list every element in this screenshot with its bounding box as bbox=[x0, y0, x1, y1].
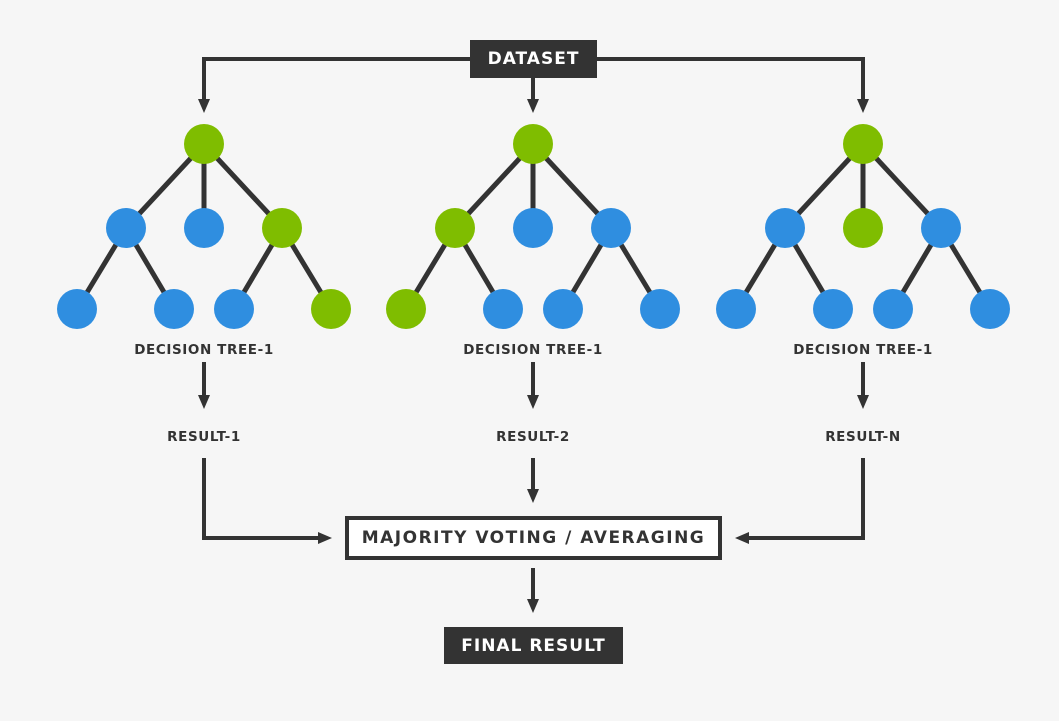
tree-2-level2-node-2 bbox=[483, 289, 523, 329]
tree-2-level1-node-3 bbox=[591, 208, 631, 248]
tree-3-level2-node-1 bbox=[716, 289, 756, 329]
arrow-dataset-to-tree-3 bbox=[596, 57, 869, 113]
result-2-label: RESULT-2 bbox=[496, 429, 570, 445]
arrow-result-1-to-aggregation bbox=[202, 458, 332, 544]
tree-1-level2-node-2 bbox=[154, 289, 194, 329]
tree-3-level1-node-1 bbox=[765, 208, 805, 248]
tree-label-1: DECISION TREE-1 bbox=[134, 342, 274, 358]
tree-2-level1-node-2 bbox=[513, 208, 553, 248]
tree-1-level2-node-1 bbox=[57, 289, 97, 329]
tree-1-root-node bbox=[184, 124, 224, 164]
tree-3-level2-node-3 bbox=[873, 289, 913, 329]
connector-arrows bbox=[198, 57, 869, 613]
tree-2-level1-node-1 bbox=[435, 208, 475, 248]
aggregation-label: MAJORITY VOTING / AVERAGING bbox=[361, 528, 706, 548]
tree-2-level2-node-1 bbox=[386, 289, 426, 329]
decision-trees bbox=[57, 124, 1010, 329]
result-n-label: RESULT-N bbox=[825, 429, 901, 445]
arrow-result-n-to-aggregation bbox=[735, 458, 865, 544]
dataset-box: DATASET bbox=[470, 40, 597, 78]
tree-3-level1-node-3 bbox=[921, 208, 961, 248]
tree-2-level2-node-4 bbox=[640, 289, 680, 329]
tree-1-level1-node-3 bbox=[262, 208, 302, 248]
tree-3-level2-node-2 bbox=[813, 289, 853, 329]
tree-label-2: DECISION TREE-1 bbox=[463, 342, 603, 358]
result-1-label: RESULT-1 bbox=[167, 429, 241, 445]
tree-3-root-node bbox=[843, 124, 883, 164]
tree-3-level1-node-2 bbox=[843, 208, 883, 248]
final-result-box: FINAL RESULT bbox=[444, 627, 623, 664]
tree-1-level2-node-3 bbox=[214, 289, 254, 329]
aggregation-box: MAJORITY VOTING / AVERAGING bbox=[345, 516, 722, 560]
tree-2-level2-node-3 bbox=[543, 289, 583, 329]
tree-1-level1-node-1 bbox=[106, 208, 146, 248]
tree-2-root-node bbox=[513, 124, 553, 164]
tree-3-level2-node-4 bbox=[970, 289, 1010, 329]
tree-1-level1-node-2 bbox=[184, 208, 224, 248]
arrow-dataset-to-tree-1 bbox=[198, 57, 470, 113]
dataset-label: DATASET bbox=[487, 49, 580, 69]
tree-1-level2-node-4 bbox=[311, 289, 351, 329]
tree-label-3: DECISION TREE-1 bbox=[793, 342, 933, 358]
final-result-label: FINAL RESULT bbox=[461, 635, 606, 656]
